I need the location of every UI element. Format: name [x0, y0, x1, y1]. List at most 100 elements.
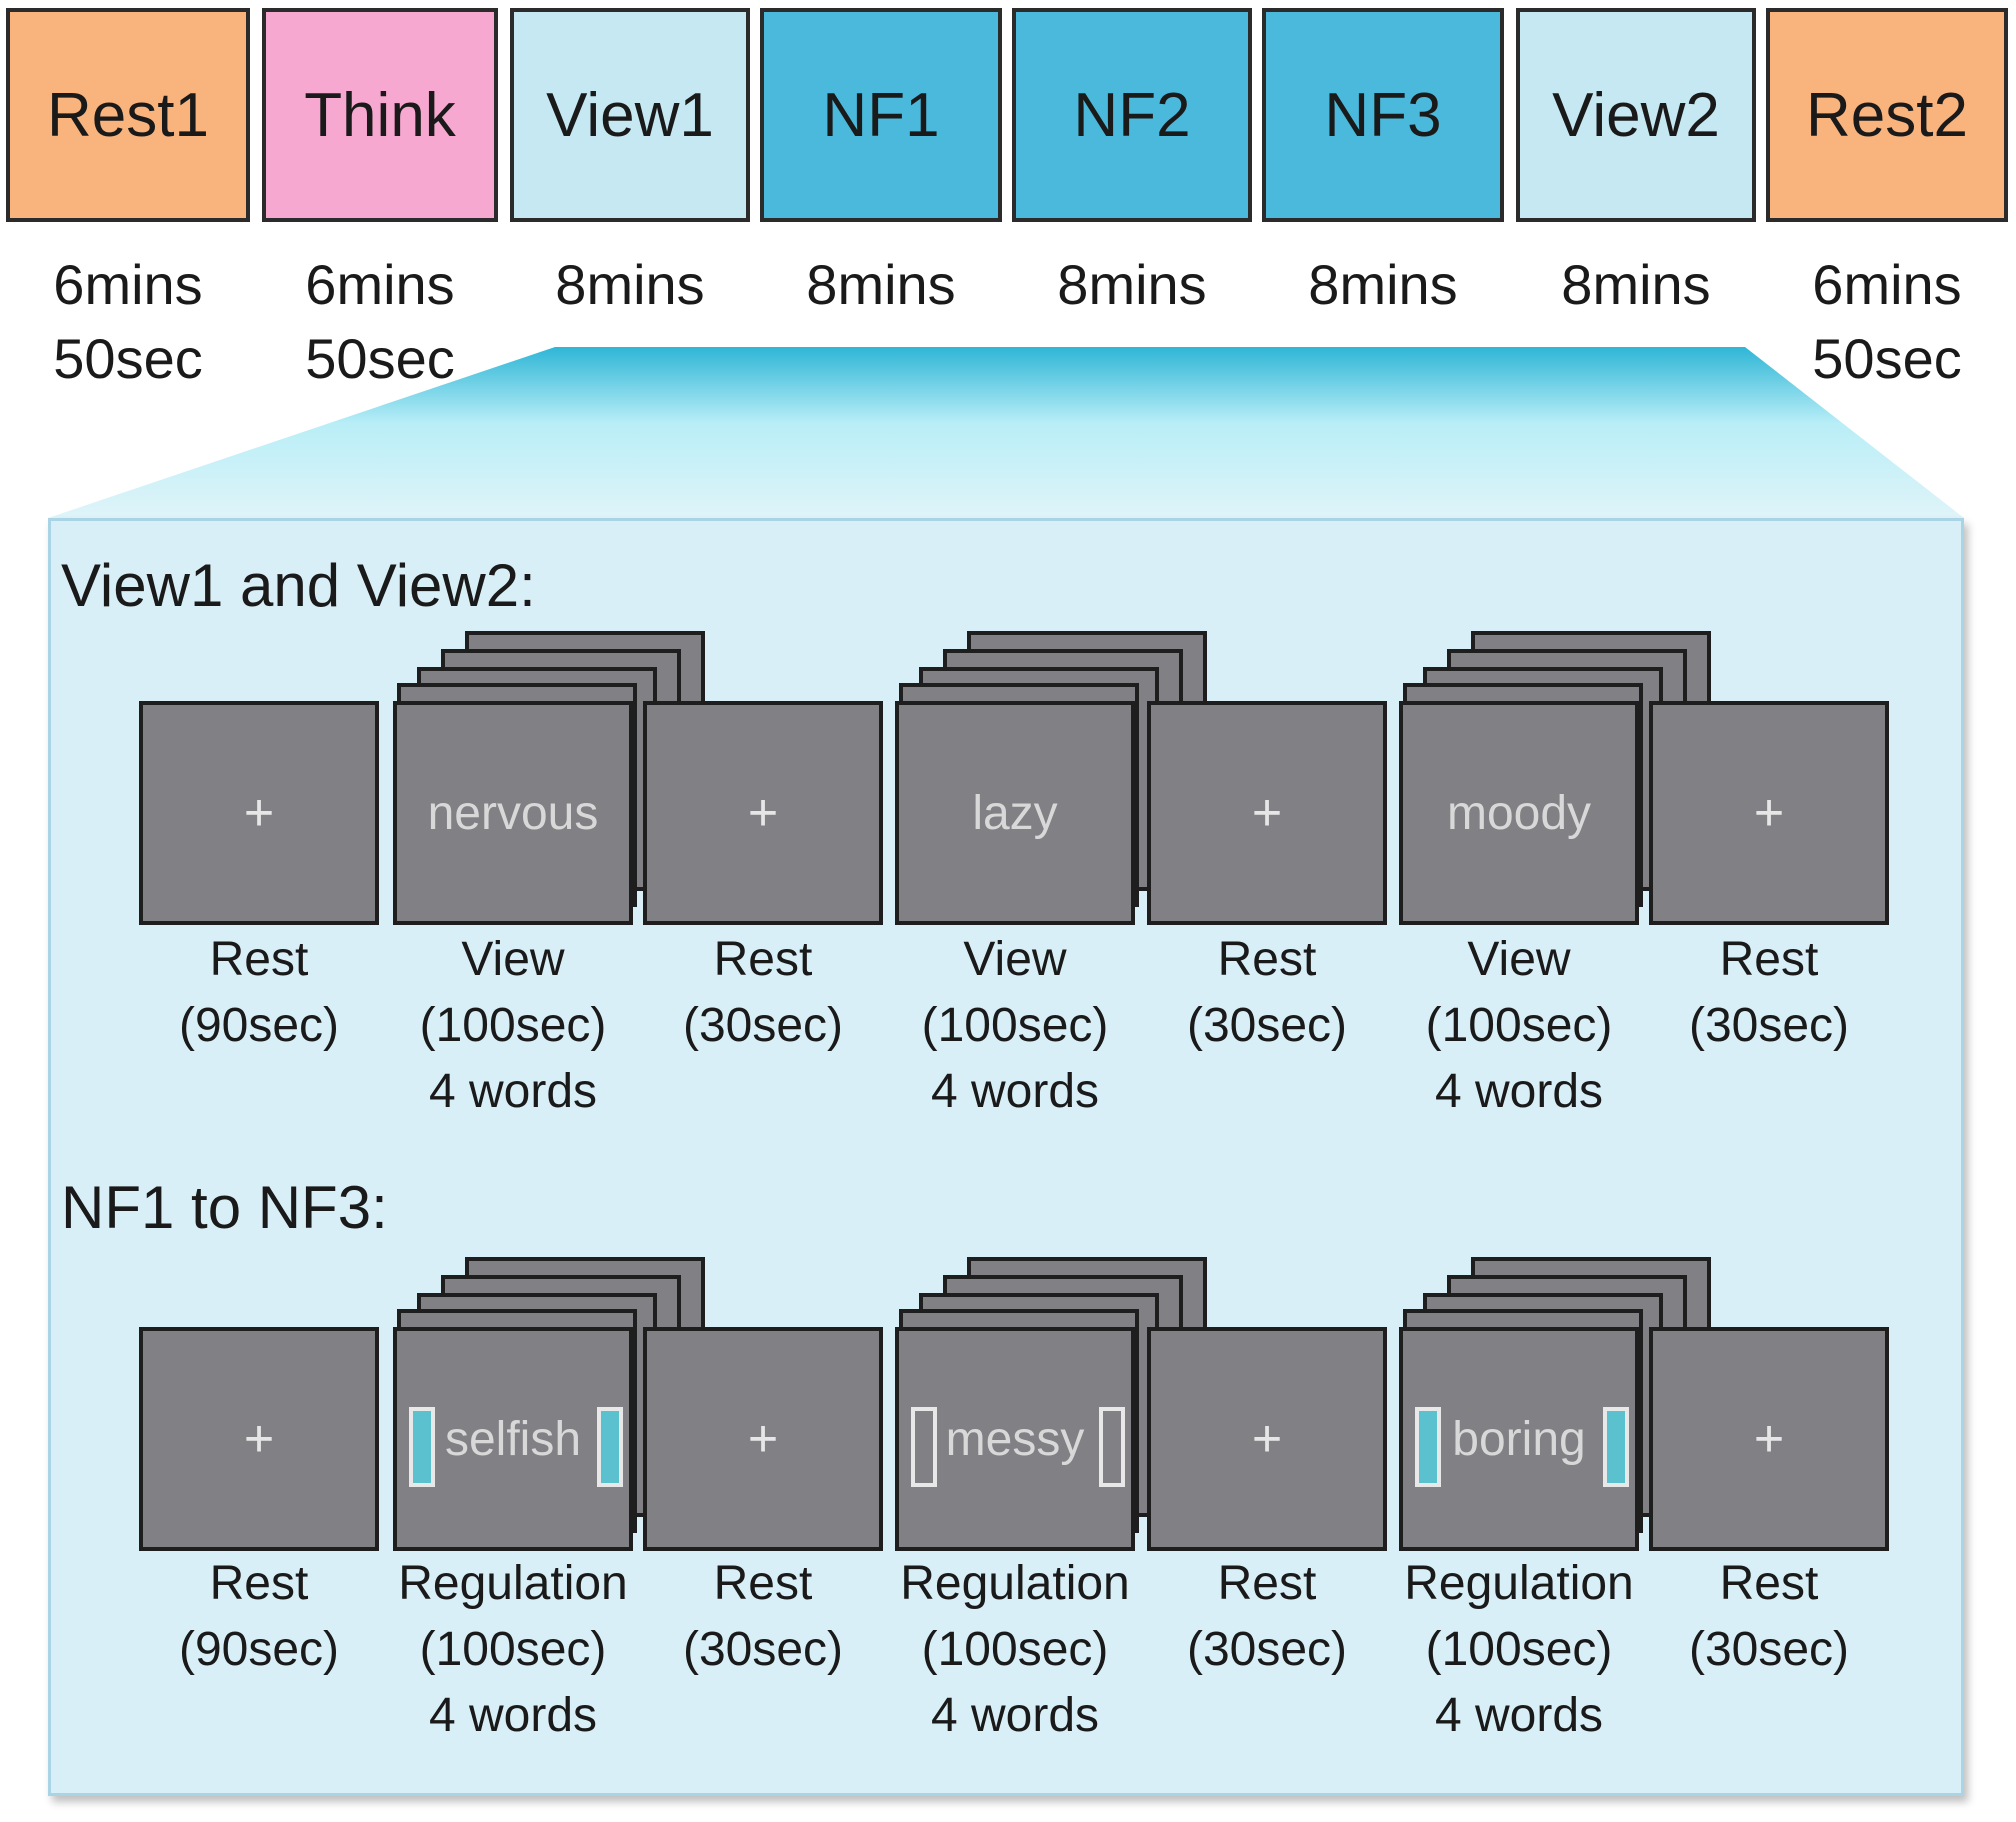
caption-line: (100sec) [921, 1623, 1109, 1676]
caption-line: (30sec) [1688, 999, 1850, 1052]
timeline-block-rest2: Rest2 [1766, 8, 2008, 222]
fixation-cross: + [1251, 1410, 1283, 1468]
fixation-screen: + [643, 1327, 883, 1551]
caption-line: (90sec) [178, 1623, 340, 1676]
duration-line: 8mins [806, 253, 956, 316]
timeline-block-nf3: NF3 [1262, 8, 1504, 222]
stimulus-stack: lazy [895, 631, 1207, 925]
rest-screen-group: + [1147, 1327, 1387, 1551]
fixation-screen: + [1649, 1327, 1889, 1551]
duration-line [1506, 322, 1766, 396]
screen-caption: Rest (30sec) [1624, 1551, 1914, 1683]
fixation-cross: + [747, 784, 779, 842]
timeline-block-duration: 8mins [1506, 248, 1766, 396]
feedback-bar-right [597, 1407, 623, 1487]
screen-caption: View (100sec) 4 words [1374, 927, 1664, 1125]
caption-line: Rest [1217, 1557, 1317, 1610]
stimulus-word: selfish [444, 1412, 582, 1466]
timeline-block-nf2: NF2 [1012, 8, 1252, 222]
stimulus-stack: nervous [393, 631, 705, 925]
caption-line: 4 words [930, 1689, 1100, 1742]
caption-line: Regulation [1404, 1557, 1634, 1610]
caption-line: View [963, 933, 1067, 986]
stimulus-word: nervous [427, 786, 599, 840]
rest-screen-group: + [139, 1327, 379, 1551]
duration-line: 50sec [305, 327, 455, 390]
timeline-block-rest1: Rest1 [6, 8, 250, 222]
duration-line [500, 322, 760, 396]
caption-line: Rest [1719, 1557, 1819, 1610]
screen-caption: View(100sec)4 words [368, 927, 658, 1125]
caption-line: 4 words [428, 1065, 598, 1118]
fixation-cross: + [1753, 784, 1785, 842]
screen-caption: Regulation (100sec) 4 words [1374, 1551, 1664, 1749]
timeline-block-view2: View2 [1516, 8, 1756, 222]
stimulus-stack: boring [1399, 1257, 1711, 1551]
duration-line: 8mins [1057, 253, 1207, 316]
timeline-block-label: Rest1 [47, 80, 209, 150]
word-screen: lazy [895, 701, 1135, 925]
timeline-block-label: View2 [1552, 80, 1720, 150]
stimulus-stack: moody [1399, 631, 1711, 925]
fixation-screen: + [1649, 701, 1889, 925]
timeline-block-duration: 8mins [500, 248, 760, 396]
caption-line: (30sec) [1186, 1623, 1348, 1676]
duration-line: 8mins [555, 253, 705, 316]
caption-line: (100sec) [1425, 1623, 1613, 1676]
screen-caption: Rest(30sec) [1624, 927, 1914, 1059]
screen-caption: Rest (90sec) [114, 1551, 404, 1683]
caption-line: Regulation [900, 1557, 1130, 1610]
fixation-cross: + [1251, 784, 1283, 842]
timeline-block-duration: 8mins [1002, 248, 1262, 396]
fixation-screen: + [1147, 701, 1387, 925]
caption-line: (90sec) [178, 999, 340, 1052]
nf-section-title: NF1 to NF3: [61, 1174, 388, 1241]
duration-line: 50sec [1812, 327, 1962, 390]
fixation-screen: + [139, 701, 379, 925]
timeline-block-label: Rest2 [1806, 80, 1968, 150]
caption-line: (30sec) [1688, 1623, 1850, 1676]
timeline-block-think: Think [262, 8, 498, 222]
fixation-screen: + [139, 1327, 379, 1551]
caption-line: Rest [1217, 933, 1317, 986]
timeline-block-label: View1 [546, 80, 714, 150]
caption-line: 4 words [1434, 1065, 1604, 1118]
caption-line: Rest [713, 933, 813, 986]
caption-line: (100sec) [1425, 999, 1613, 1052]
feedback-bar-right [1099, 1407, 1125, 1487]
timeline-block-duration: 8mins [1252, 248, 1514, 396]
screen-caption: Regulation(100sec)4 words [368, 1551, 658, 1749]
caption-line: Rest [713, 1557, 813, 1610]
caption-line: View [461, 933, 565, 986]
word-screen: moody [1399, 701, 1639, 925]
screen-caption: Rest (30sec) [618, 1551, 908, 1683]
stimulus-stack: messy [895, 1257, 1207, 1551]
stimulus-word: moody [1446, 786, 1592, 840]
duration-line: 6mins [305, 253, 455, 316]
rest-screen-group: + [139, 701, 379, 925]
caption-line: View [1467, 933, 1571, 986]
timeline-block-label: Think [304, 80, 456, 150]
caption-line: 4 words [1434, 1689, 1604, 1742]
caption-line: Regulation [398, 1557, 628, 1610]
screen-caption: Rest(30sec) [618, 927, 908, 1059]
stimulus-stack: selfish [393, 1257, 705, 1551]
caption-line: Rest [209, 933, 309, 986]
screen-caption: Rest (30sec) [1122, 927, 1412, 1059]
rest-screen-group: + [1649, 701, 1889, 925]
caption-line: (100sec) [419, 1623, 607, 1676]
rest-screen-group: + [1147, 701, 1387, 925]
duration-line: 50sec [53, 327, 203, 390]
caption-line: (100sec) [921, 999, 1109, 1052]
caption-line: (30sec) [682, 1623, 844, 1676]
caption-line: Rest [209, 1557, 309, 1610]
timeline-block-view1: View1 [510, 8, 750, 222]
timeline-block-nf1: NF1 [760, 8, 1002, 222]
caption-line: (30sec) [1186, 999, 1348, 1052]
feedback-bar-left [911, 1407, 937, 1487]
timeline-block-label: NF3 [1324, 80, 1442, 150]
duration-line: 8mins [1308, 253, 1458, 316]
stimulus-word: messy [945, 1412, 1085, 1466]
